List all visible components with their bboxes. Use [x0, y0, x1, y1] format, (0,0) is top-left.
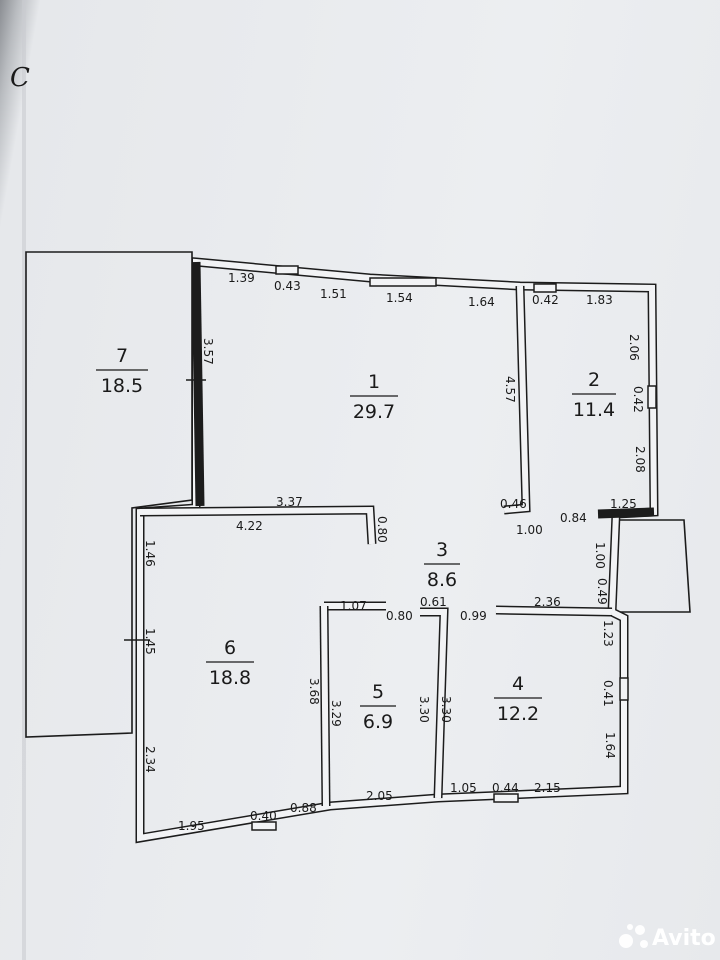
- window-marks: [124, 265, 657, 831]
- room-area: 18.8: [209, 667, 251, 689]
- room-7-label: 7 18.5: [96, 345, 148, 397]
- dim-label: 0.40: [250, 809, 277, 823]
- dim-label: 1.25: [610, 497, 637, 511]
- dim-label: 1.64: [468, 295, 495, 309]
- dim-label: 2.05: [366, 789, 393, 803]
- dim-label: 0.46: [500, 497, 527, 511]
- dim-label: 1.45: [143, 628, 157, 655]
- room-2-label: 2 11.4: [572, 369, 616, 421]
- room-area: 6.9: [363, 711, 393, 733]
- window-room4-east: [619, 677, 629, 701]
- room-number: 7: [116, 345, 128, 367]
- dimension-labels: 1.39 0.43 1.51 1.54 1.64 0.42 1.83 3.57 …: [143, 271, 647, 833]
- window-room2: [533, 283, 557, 293]
- dim-label: 1.00: [593, 542, 607, 569]
- dim-label: 1.00: [516, 523, 543, 537]
- dim-label: 3.30: [439, 696, 453, 723]
- room-1-label: 1 29.7: [350, 371, 398, 423]
- watermark-text: Avito: [652, 926, 716, 951]
- dim-label: 1.51: [320, 287, 347, 301]
- dim-label: 3.68: [307, 678, 321, 705]
- dim-label: 2.34: [143, 746, 157, 773]
- window-top-2: [369, 277, 437, 287]
- dim-label: 2.08: [633, 446, 647, 473]
- dim-label: 1.95: [178, 819, 205, 833]
- avito-watermark: Avito: [619, 924, 716, 951]
- dim-label: 1.05: [450, 781, 477, 795]
- dim-label: 3.37: [276, 495, 303, 509]
- dim-label: 3.30: [417, 696, 431, 723]
- dim-label: 3.29: [329, 700, 343, 727]
- dim-label: 4.57: [503, 376, 517, 403]
- wall-3-4-in: [495, 607, 613, 615]
- room-area: 8.6: [427, 569, 457, 591]
- room-area: 12.2: [497, 703, 539, 725]
- dim-label: 0.42: [532, 293, 559, 307]
- dim-label: 1.39: [228, 271, 255, 285]
- dim-label: 0.80: [386, 609, 413, 623]
- avito-logo-icon: [619, 924, 648, 948]
- dim-label: 1.46: [143, 540, 157, 567]
- window-room6-south: [251, 821, 277, 831]
- annex-outline: [612, 519, 691, 613]
- dim-label: 0.43: [274, 279, 301, 293]
- room-number: 2: [588, 369, 600, 391]
- wall-1-west: [191, 261, 205, 507]
- room-6-label: 6 18.8: [206, 637, 254, 689]
- dim-label: 2.36: [534, 595, 561, 609]
- room-area: 29.7: [353, 401, 395, 423]
- dim-label: 4.22: [236, 519, 263, 533]
- dim-label: 0.84: [560, 511, 587, 525]
- room-area: 11.4: [573, 399, 615, 421]
- dim-label: 0.88: [290, 801, 317, 815]
- dim-label: 0.42: [631, 386, 645, 413]
- window-room4-south: [493, 793, 519, 803]
- wall-4-5-in: [420, 609, 448, 799]
- room-5-label: 5 6.9: [360, 681, 396, 733]
- dim-label: 0.41: [601, 680, 615, 707]
- room-number: 1: [368, 371, 380, 393]
- window-room2-east: [647, 385, 657, 409]
- room-area: 18.5: [101, 375, 143, 397]
- wall-1-6-in: [139, 506, 375, 545]
- balcony-outline: [25, 251, 193, 738]
- dim-label: 0.80: [375, 516, 389, 543]
- window-top-1: [275, 265, 299, 275]
- room-4-label: 4 12.2: [494, 673, 542, 725]
- room-labels: 7 18.5 1 29.7 2 11.4 3 8.6 4 12.2 5 6.9: [96, 345, 616, 733]
- dim-label: 1.23: [601, 620, 615, 647]
- dim-label: 2.15: [534, 781, 561, 795]
- dim-label: 0.49: [595, 578, 609, 605]
- interior-walls: [139, 261, 655, 807]
- wall-1-2-in: [503, 285, 530, 513]
- outer-wall: [135, 257, 659, 844]
- dim-label: 0.99: [460, 609, 487, 623]
- dim-label: 3.57: [201, 338, 215, 365]
- dim-label: 0.61: [420, 595, 447, 609]
- dim-label: 1.54: [386, 291, 413, 305]
- dim-label: 1.83: [586, 293, 613, 307]
- dim-label: 0.44: [492, 781, 519, 795]
- dim-label: 1.07: [340, 599, 367, 613]
- dim-label: 2.06: [627, 334, 641, 361]
- room-3-label: 3 8.6: [424, 539, 460, 591]
- room-number: 3: [436, 539, 448, 561]
- outer-wall-inner: [137, 258, 658, 842]
- sheet-edge: [22, 0, 26, 960]
- wall-5-6-in: [321, 605, 329, 807]
- corner-letter: С: [10, 63, 30, 93]
- wall-2-3: [597, 507, 655, 519]
- room-number: 6: [224, 637, 236, 659]
- room-number: 5: [372, 681, 384, 703]
- dim-label: 1.64: [603, 732, 617, 759]
- room-number: 4: [512, 673, 524, 695]
